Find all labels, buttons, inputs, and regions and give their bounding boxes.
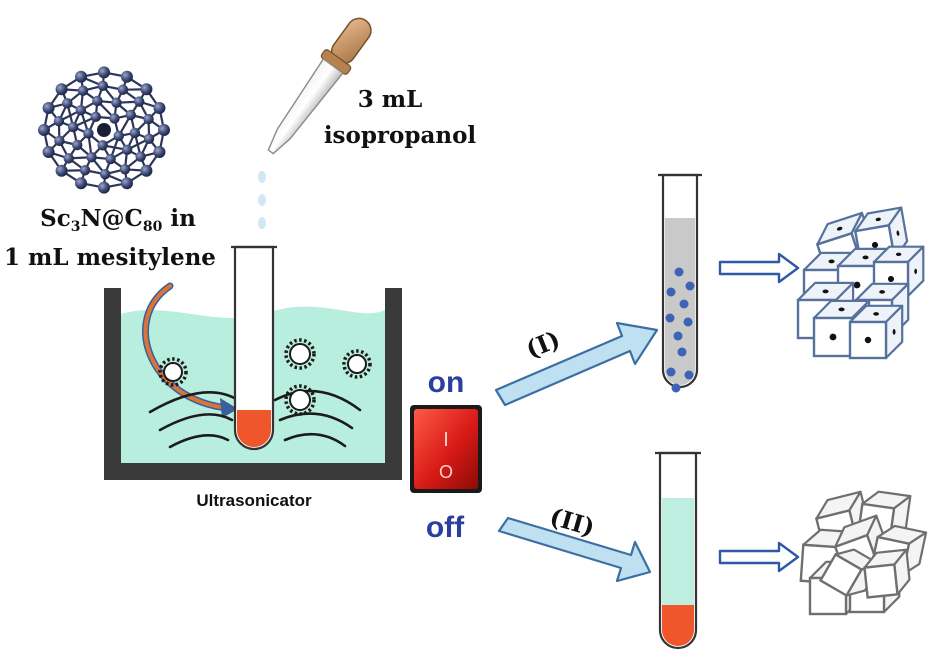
fullerene-formula-label: Sc3N@C80 in — [40, 205, 196, 235]
bath-label: Ultrasonicator — [196, 491, 312, 510]
switch-on-symbol: I — [443, 429, 449, 451]
dropper-reagent-label: isopropanol — [324, 122, 477, 149]
ultrasonicator-bath — [104, 245, 402, 480]
result-tube-1 — [658, 173, 702, 393]
switch-on-label: on — [428, 366, 465, 399]
result-arrow-2 — [718, 541, 800, 573]
dispersed-particles — [665, 267, 695, 393]
fullerene-molecule-icon — [38, 66, 170, 194]
droplets-icon — [258, 171, 266, 229]
dropper-icon — [267, 17, 372, 155]
result-tube-2 — [655, 451, 701, 650]
bath-test-tube — [231, 245, 277, 451]
power-switch[interactable]: I O — [410, 405, 482, 493]
disordered-cube-aggregate-icon — [799, 490, 928, 616]
pathway-2-arrow — [497, 516, 652, 583]
solvent-label: 1 mL mesitylene — [4, 244, 216, 271]
ultrasound-waves-right — [273, 389, 362, 448]
dropper-volume-label: 3 mL — [358, 86, 423, 113]
pathway-1-label: (I) — [522, 324, 564, 364]
pathway-1-arrow — [494, 321, 659, 407]
switch-off-symbol: O — [439, 462, 453, 482]
ordered-cube-assembly-icon — [796, 206, 925, 360]
ultrasound-waves-left — [148, 391, 240, 449]
cavitation-bubbles — [158, 338, 372, 416]
switch-off-label: off — [426, 511, 465, 544]
result-arrow-1 — [718, 252, 800, 284]
